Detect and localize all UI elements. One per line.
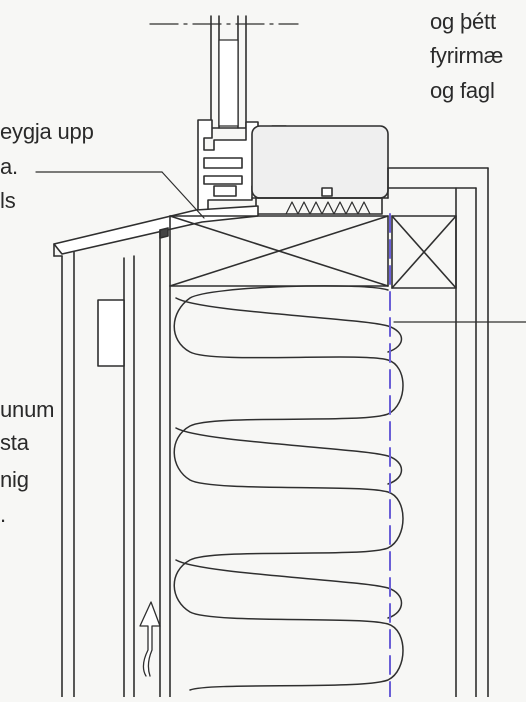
annotation-line: . bbox=[0, 502, 6, 527]
annotation-line: eygja upp bbox=[0, 119, 94, 144]
annotation-line: unum bbox=[0, 397, 55, 422]
timber-frame bbox=[251, 125, 389, 199]
inner-lining bbox=[387, 167, 489, 698]
exterior-cladding bbox=[61, 251, 75, 698]
annotation-line: fyrirmæ bbox=[430, 43, 504, 68]
annotation-line: a. bbox=[0, 154, 18, 179]
ventilation-arrow bbox=[139, 601, 161, 677]
service-cavity bbox=[391, 187, 457, 698]
glazing-unit bbox=[208, 15, 250, 129]
sill-flashing bbox=[53, 205, 259, 257]
ventilated-cavity bbox=[97, 255, 135, 698]
annotation-line: sta bbox=[0, 430, 29, 455]
insulation bbox=[173, 285, 404, 691]
sealing-strip bbox=[255, 197, 383, 215]
annotation-line: nig bbox=[0, 467, 29, 492]
annotation-line: og fagl bbox=[430, 78, 495, 103]
annotation-line: og þétt bbox=[430, 9, 496, 34]
annotation-line: ls bbox=[0, 188, 16, 213]
timber-header bbox=[169, 215, 389, 698]
